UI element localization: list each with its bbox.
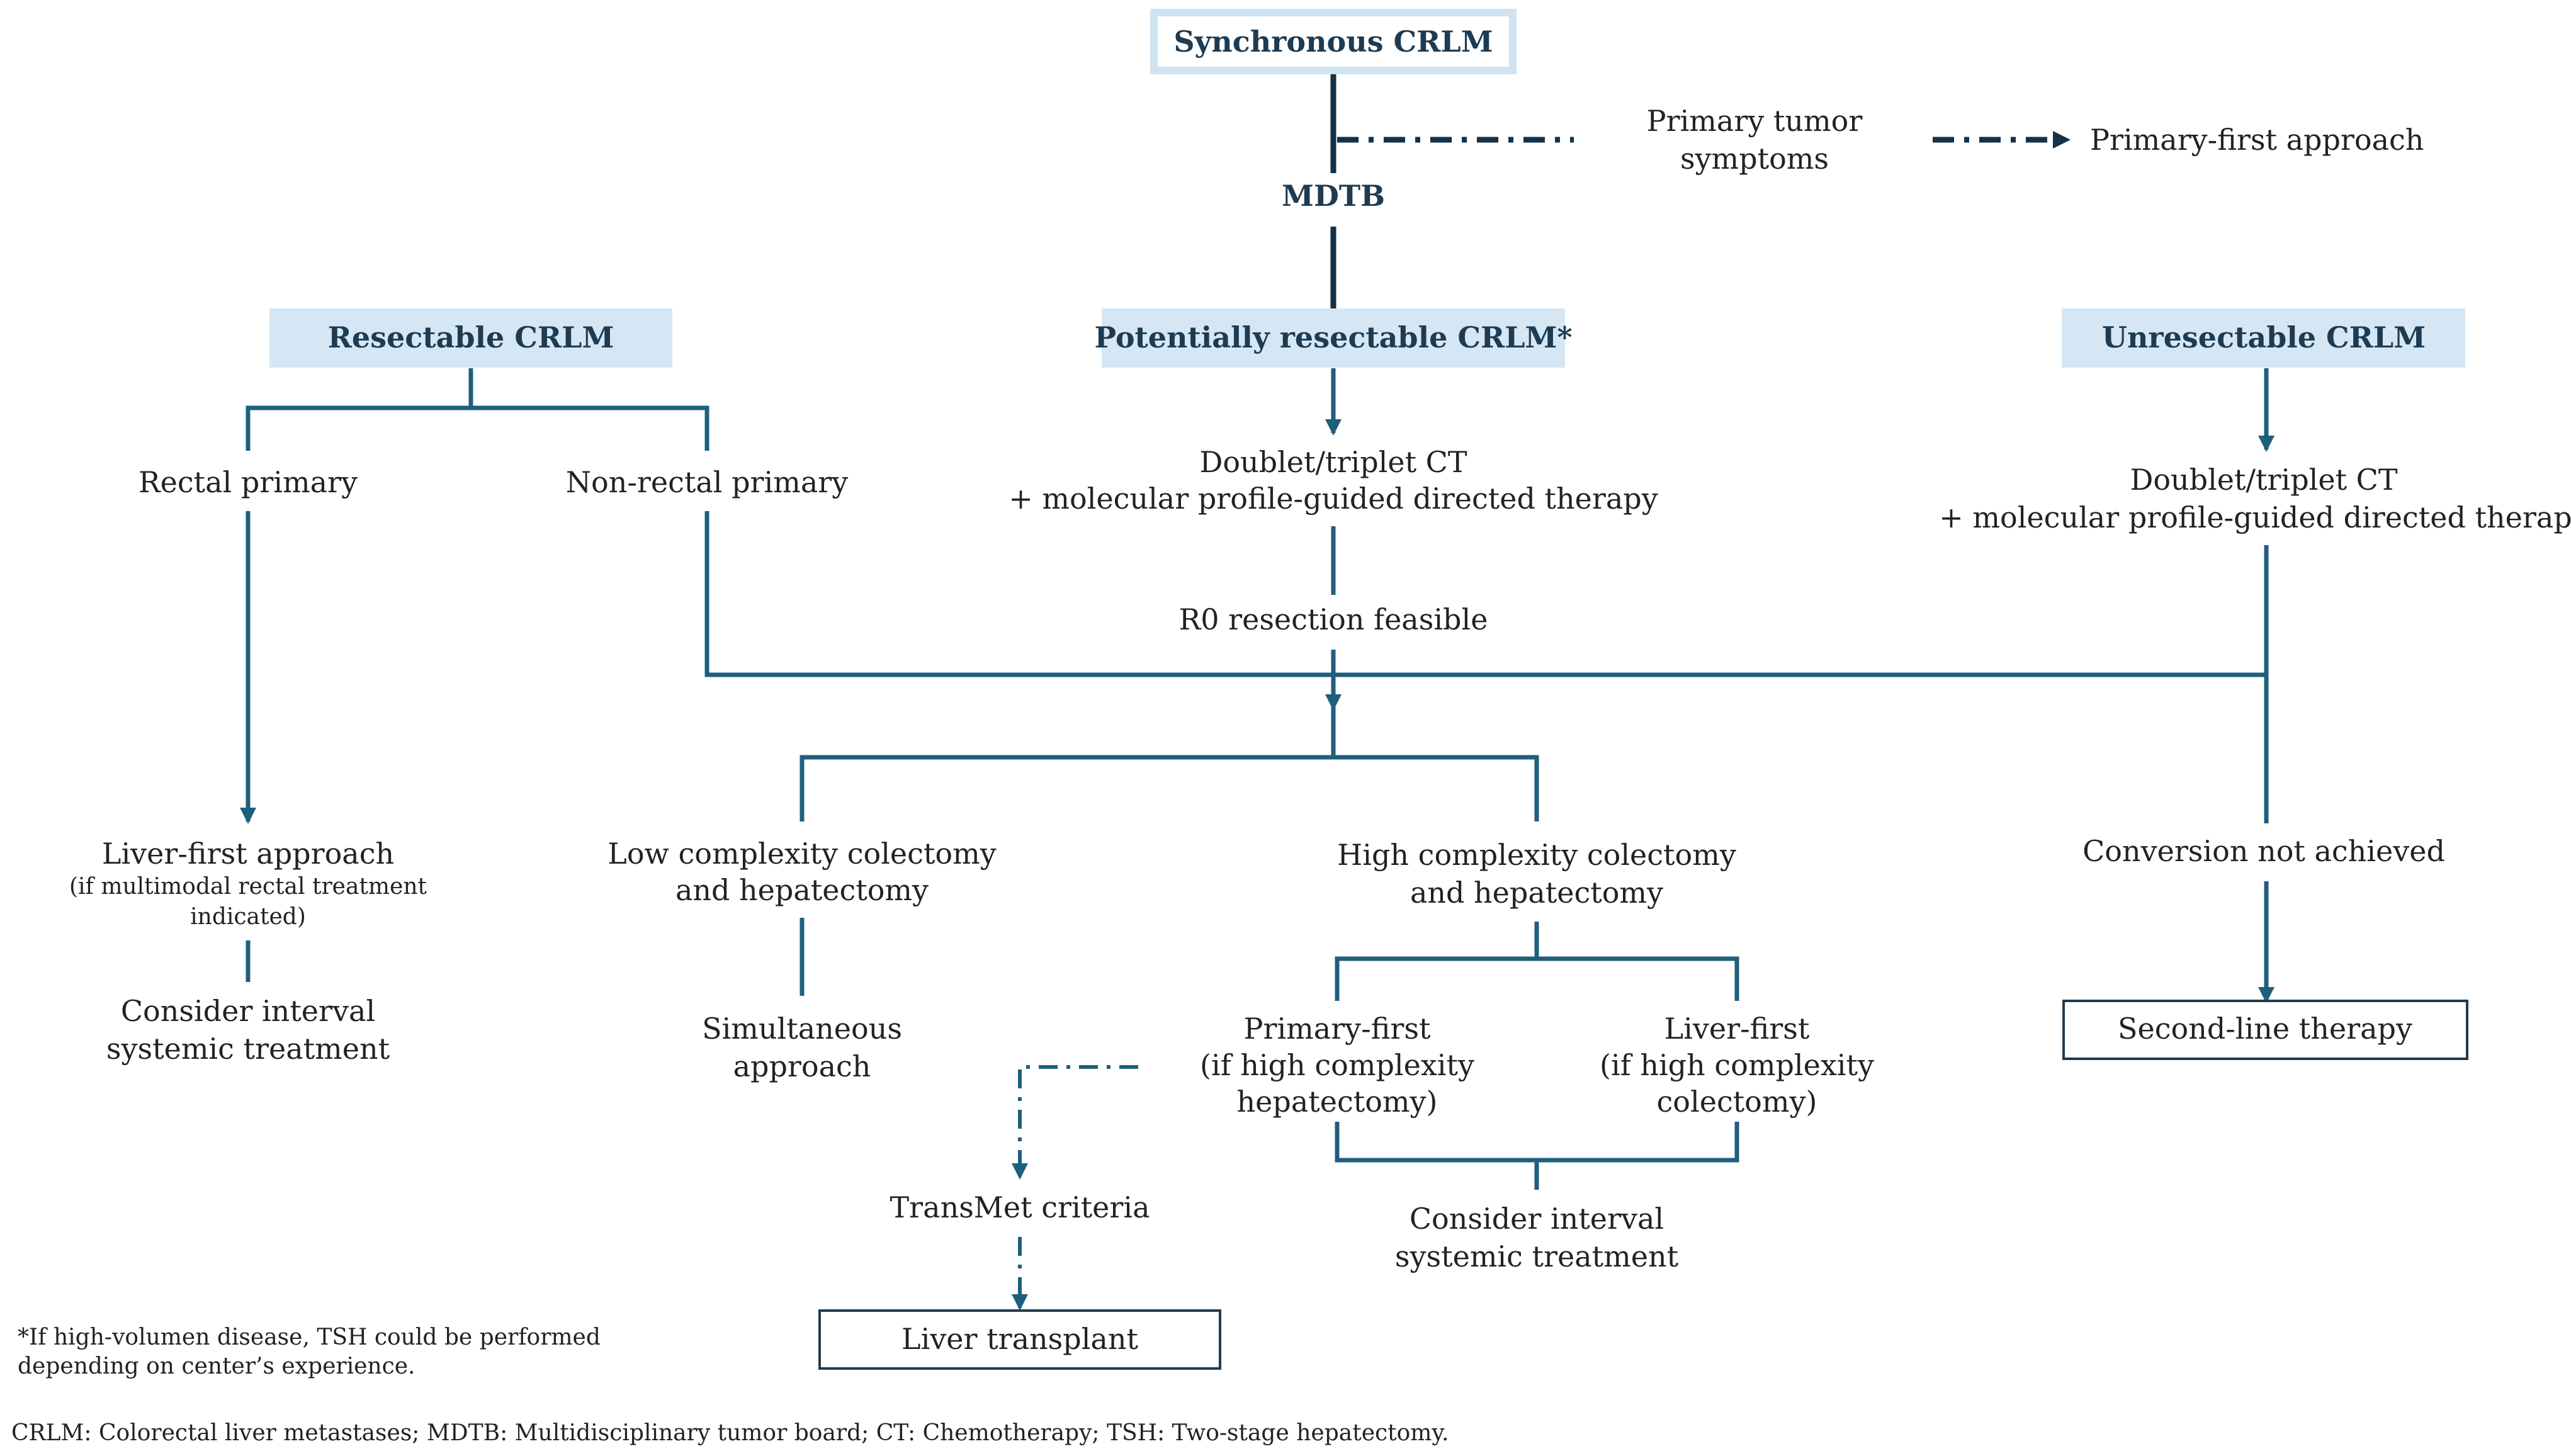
labels: Synchronous CRLM MDTB Primary tumor symp… [11, 25, 2571, 1446]
potentially-resectable-box [1102, 308, 1565, 368]
connector-complexity-branch [800, 755, 1539, 821]
potentially-resectable-label: Potentially resectable CRLM* [1094, 320, 1572, 354]
resectable-label: Resectable CRLM [328, 320, 614, 354]
connector-high-merge [1335, 1122, 1739, 1163]
liver-first-branch-2: (if high complexity [1600, 1048, 1874, 1082]
r0-feasible-label: R0 resection feasible [1179, 602, 1488, 636]
resectable-box [269, 308, 672, 368]
abbreviations-line: CRLM: Colorectal liver metastases; MDTB:… [11, 1420, 1449, 1446]
consider-interval-center-2: systemic treatment [1395, 1239, 1679, 1273]
conversion-not-achieved-label: Conversion not achieved [2082, 834, 2445, 868]
unresectable-box [2062, 308, 2465, 368]
consider-interval-left-2: systemic treatment [106, 1032, 390, 1066]
doublet-center-label-2: + molecular profile-guided directed ther… [1009, 482, 1658, 516]
connector-nonrectal-to-main [704, 511, 2266, 677]
second-line-label: Second-line therapy [2118, 1012, 2412, 1046]
consider-interval-left-1: Consider interval [121, 994, 375, 1028]
consider-interval-center-1: Consider interval [1410, 1202, 1664, 1236]
primary-tumor-label-1: Primary tumor [1647, 104, 1863, 138]
liver-first-branch-1: Liver-first [1664, 1012, 1810, 1046]
non-rectal-primary-label: Non-rectal primary [566, 465, 849, 499]
primary-first-approach-label: Primary-first approach [2090, 123, 2424, 157]
primary-first-branch-1: Primary-first [1244, 1012, 1431, 1046]
low-complexity-label-2: and hepatectomy [675, 873, 929, 907]
synchronous-box [1150, 9, 1517, 74]
doublet-center-label-1: Doublet/triplet CT [1199, 445, 1467, 479]
connector-resectable-branch [246, 405, 709, 451]
footnote-line-1: *If high-volumen disease, TSH could be p… [18, 1324, 601, 1350]
connector-dash-to-transmet [1012, 1065, 1138, 1180]
liver-first-note-2: indicated) [190, 904, 306, 930]
boxes [269, 9, 2468, 1370]
high-complexity-label-2: and hepatectomy [1410, 876, 1663, 910]
second-line-box [2062, 1000, 2468, 1060]
liver-first-note-1: (if multimodal rectal treatment [69, 874, 427, 900]
synchronous-label: Synchronous CRLM [1173, 25, 1493, 59]
primary-tumor-label-2: symptoms [1680, 142, 1829, 176]
connectors [240, 72, 2274, 1311]
footnote-line-2: depending on center’s experience. [18, 1353, 415, 1379]
liver-first-branch-3: colectomy) [1657, 1085, 1817, 1119]
mdtb-label: MDTB [1282, 179, 1385, 213]
transmet-label: TransMet criteria [890, 1190, 1150, 1224]
unresectable-label: Unresectable CRLM [2102, 320, 2426, 354]
low-complexity-label-1: Low complexity colectomy [607, 837, 996, 871]
liver-first-approach-label: Liver-first approach [102, 837, 394, 871]
simultaneous-label-2: approach [733, 1049, 871, 1083]
primary-first-branch-2: (if high complexity [1200, 1048, 1474, 1082]
simultaneous-label-1: Simultaneous [702, 1012, 902, 1046]
liver-transplant-box [818, 1309, 1221, 1370]
connector-high-branch [1335, 956, 1739, 1001]
high-complexity-label-1: High complexity colectomy [1337, 838, 1736, 872]
liver-transplant-label: Liver transplant [901, 1322, 1138, 1356]
doublet-right-label-2: + molecular profile-guided directed ther… [1939, 500, 2571, 534]
rectal-primary-label: Rectal primary [138, 465, 358, 499]
primary-first-branch-3: hepatectomy) [1237, 1085, 1438, 1119]
doublet-right-label-1: Doublet/triplet CT [2130, 463, 2397, 497]
